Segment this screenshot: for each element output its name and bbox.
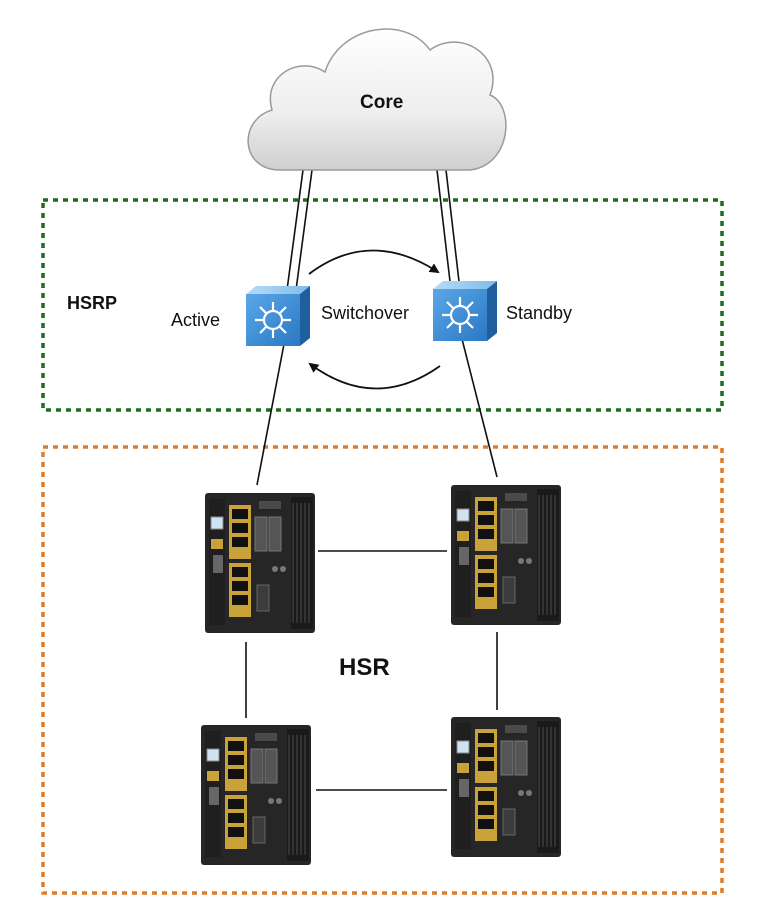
core-label: Core — [360, 92, 404, 113]
hsr-ring-links — [245, 550, 498, 791]
hsrp-zone — [41, 198, 724, 412]
hsr-zone-label: HSR — [339, 654, 390, 681]
core-uplinks — [286, 169, 461, 291]
industrial-switch-top-left-icon — [204, 492, 316, 634]
core-cloud-icon — [247, 28, 507, 171]
active-label: Active — [171, 310, 221, 330]
standby-label: Standby — [506, 303, 573, 323]
hsrp-zone-label: HSRP — [67, 293, 118, 313]
switchover-arrow-to-active — [308, 362, 441, 390]
industrial-switch-bottom-right-icon — [450, 716, 562, 858]
industrial-switch-top-right-icon — [450, 484, 562, 626]
switchover-label: Switchover — [321, 303, 410, 323]
active-router-icon — [246, 286, 310, 346]
hsr-zone — [41, 445, 724, 895]
switchover-arrow-to-standby — [308, 249, 440, 275]
industrial-switch-bottom-left-icon — [200, 724, 312, 866]
access-links — [256, 338, 498, 486]
standby-router-icon — [433, 281, 497, 341]
